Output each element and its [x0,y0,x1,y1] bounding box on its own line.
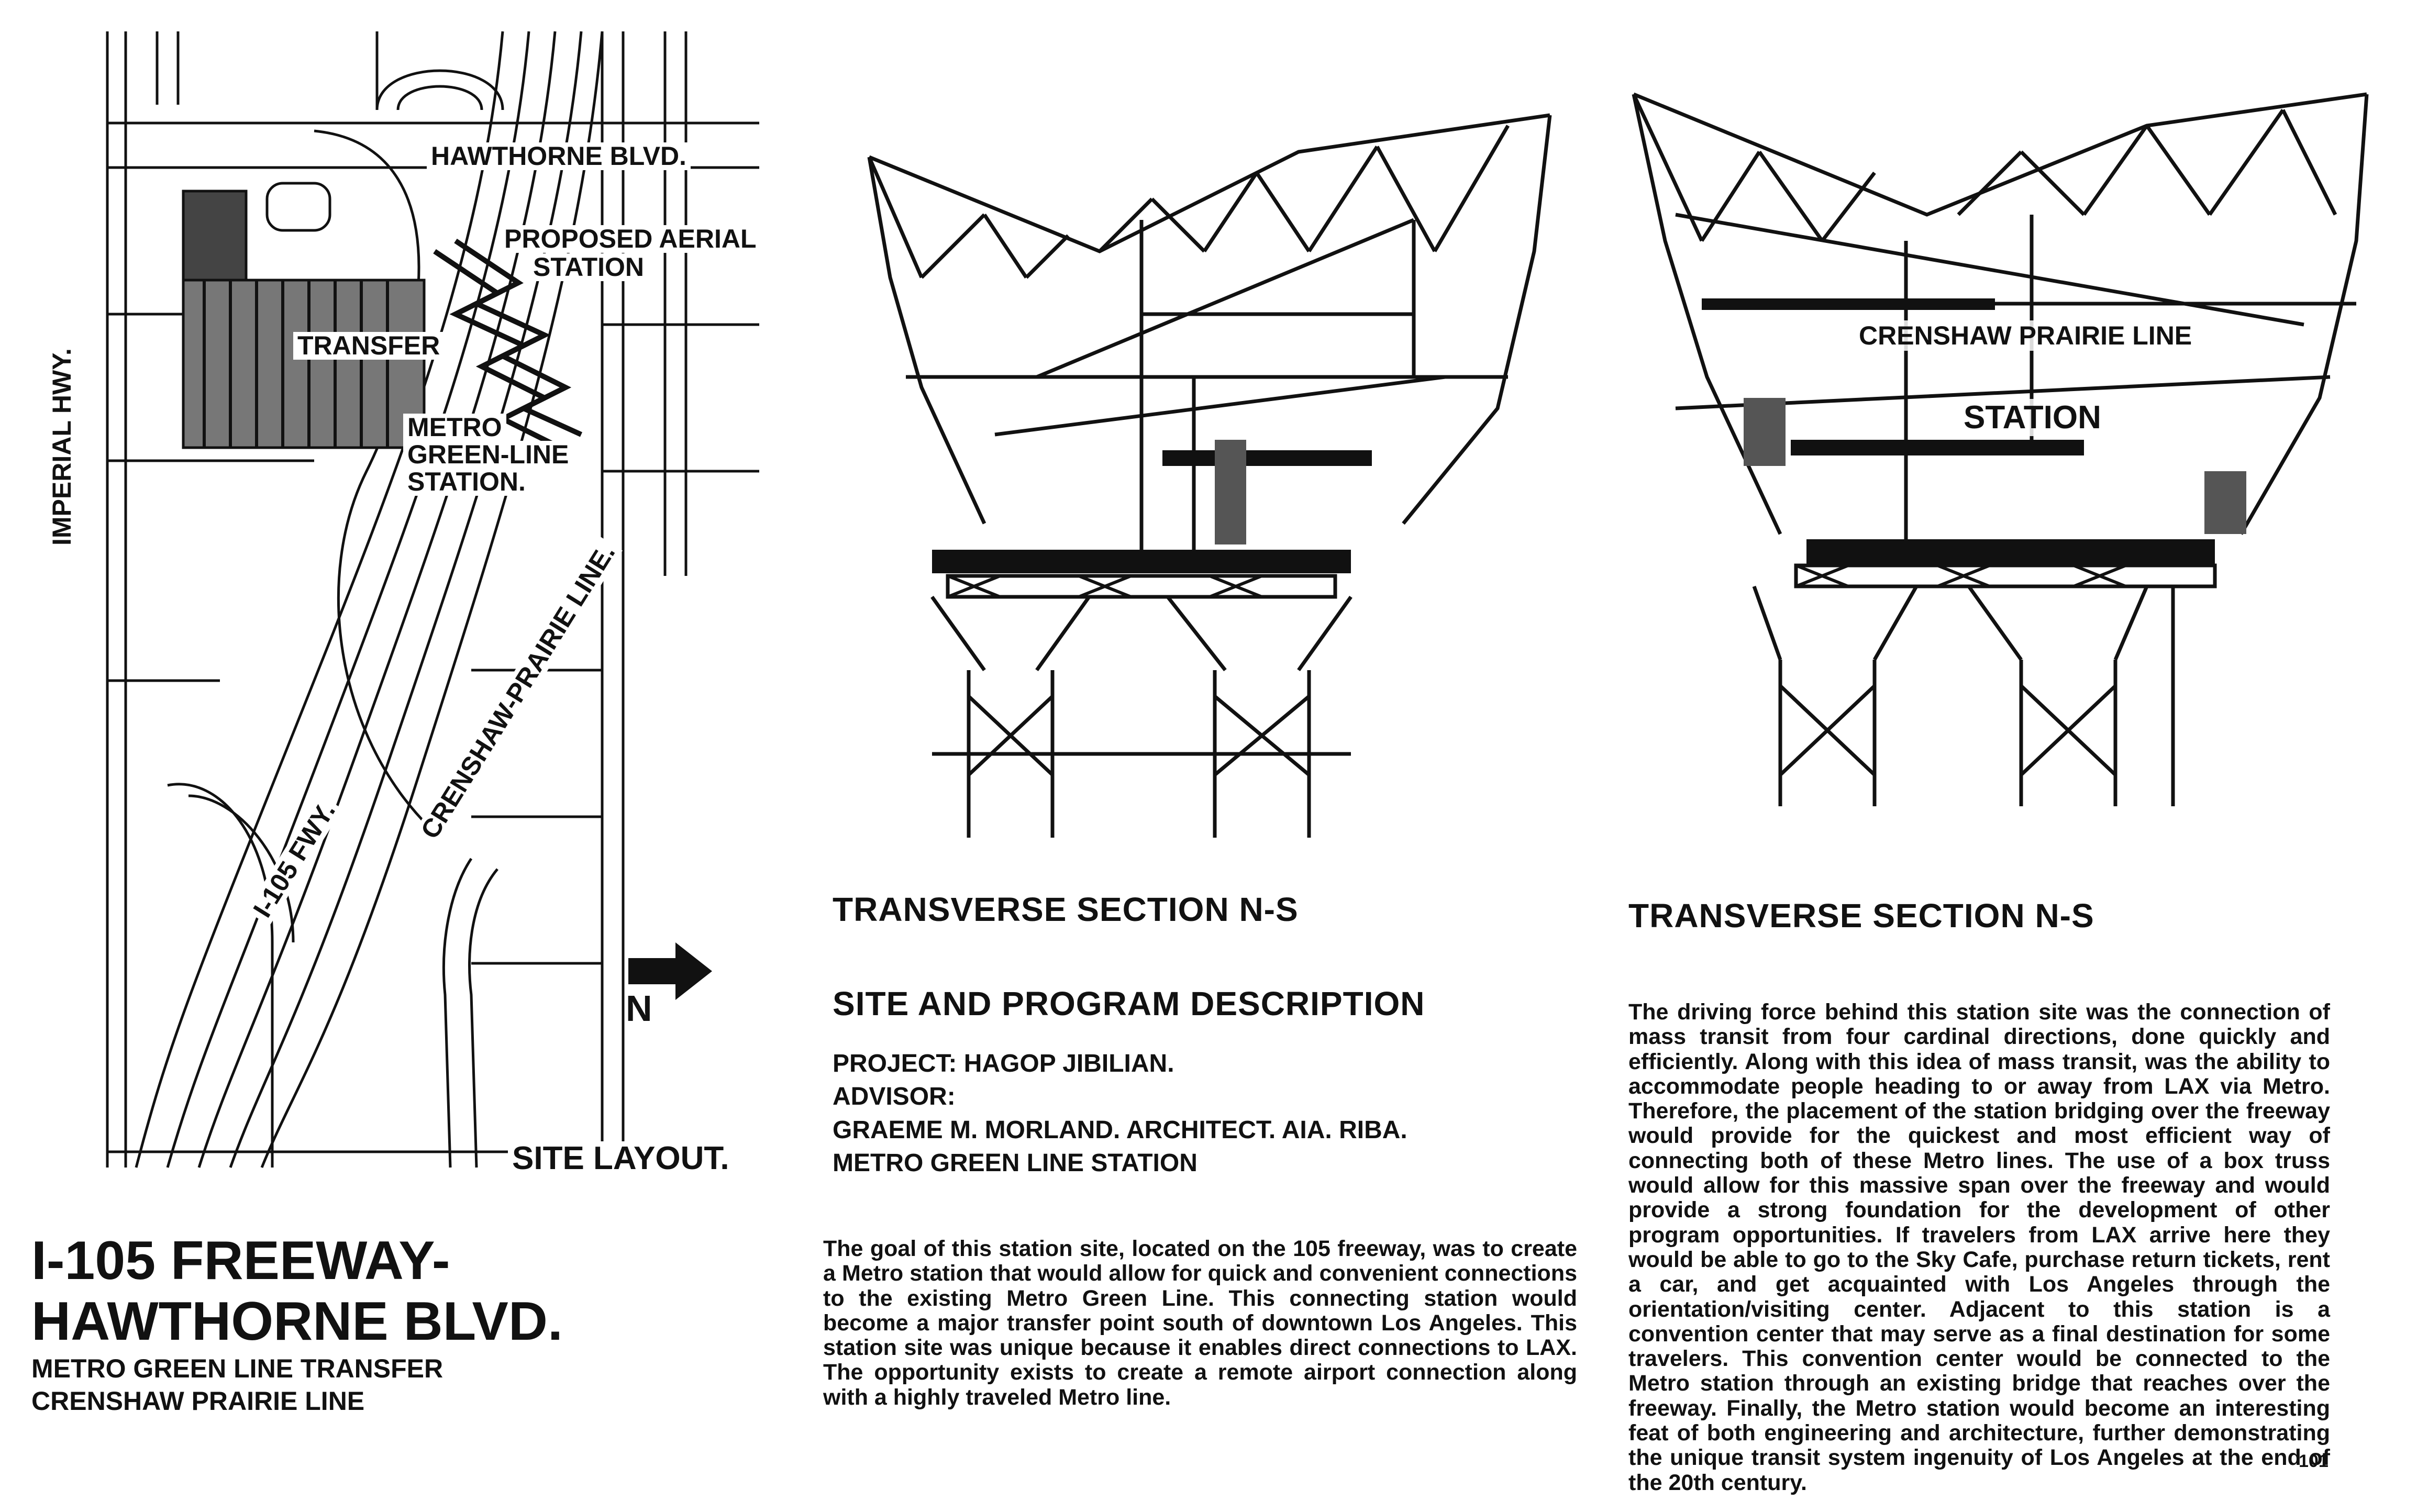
transfer-label: TRANSFER [293,332,445,360]
description-paragraph-2: The driving force behind this station si… [1628,999,2330,1495]
proposed-aerial-label-2: STATION [529,253,649,281]
site-layout-title: SITE LAYOUT. [508,1141,734,1175]
proposed-aerial-station [433,238,583,453]
metro-green-label-1: METRO [403,414,506,441]
subtitle-line2: CRENSHAW PRAIRIE LINE [31,1386,365,1416]
section-right-heading: TRANSVERSE SECTION N-S [1628,897,2094,935]
north-label: N [626,988,652,1029]
main-title-line1: I-105 FREEWAY- [31,1230,450,1291]
hawthorne-blvd-label: HAWTHORNE BLVD. [427,142,691,170]
page-number: 101 [2299,1451,2329,1471]
main-title-line2: HAWTHORNE BLVD. [31,1291,563,1352]
section-right-station-label: STATION [1958,399,2106,436]
transfer-building [182,182,426,449]
advisor-label: ADVISOR: [833,1083,956,1111]
project-block: PROJECT: HAGOP JIBILIAN. ADVISOR: GRAEME… [833,1047,1407,1180]
metro-green-label-2: GREEN-LINE [403,441,573,469]
metro-green-label-3: STATION. [403,468,530,496]
project-line: PROJECT: HAGOP JIBILIAN. [833,1050,1174,1077]
advisor-name: GRAEME M. MORLAND. ARCHITECT. AIA. RIBA. [833,1116,1407,1144]
project-name: METRO GREEN LINE STATION [833,1149,1198,1177]
proposed-aerial-label-1: PROPOSED AERIAL [500,225,761,253]
description-paragraph-1: The goal of this station site, located o… [823,1236,1577,1410]
section-left-heading: TRANSVERSE SECTION N-S [833,891,1299,928]
description-heading: SITE AND PROGRAM DESCRIPTION [833,985,1425,1022]
transverse-section-right [1632,92,2369,806]
transverse-section-left [867,113,1552,838]
subtitle-line1: METRO GREEN LINE TRANSFER [31,1354,444,1383]
site-layout-map [106,31,759,1168]
imperial-hwy-label: IMPERIAL HWY. [47,344,76,550]
section-right-line-label: CRENSHAW PRAIRIE LINE [1854,320,2198,351]
north-arrow-icon [628,942,712,1000]
